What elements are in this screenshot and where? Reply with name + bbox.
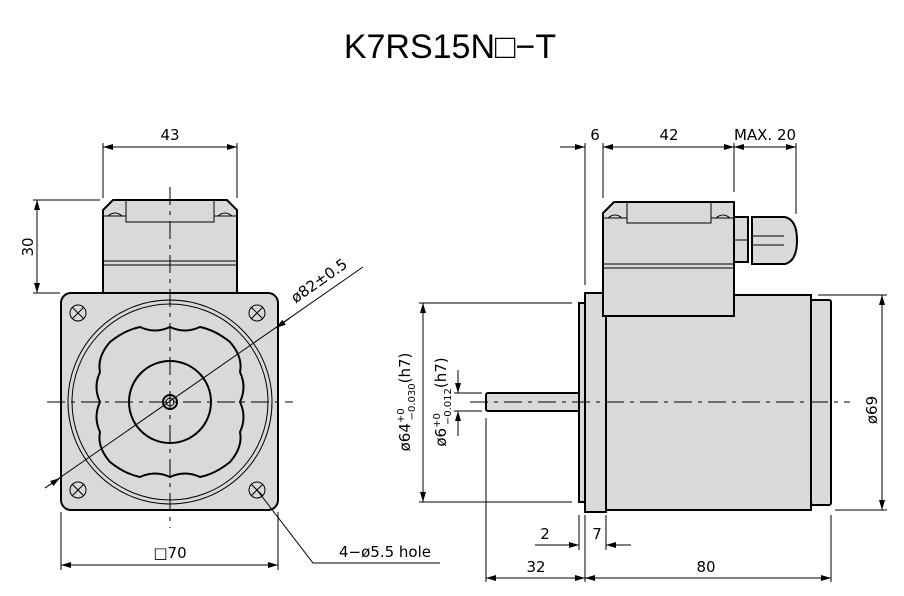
dim-body-dia: ø69: [863, 396, 881, 424]
dim-pilot: ø64+0−0.030(h7): [396, 353, 418, 452]
dim-shaft-dia: ø6+0−0.012(h7): [432, 357, 454, 446]
dim-flange-thickness: 7: [592, 525, 602, 543]
gland-nut: [751, 216, 799, 265]
dim-box-width: 43: [160, 126, 179, 144]
dim-box-height: 30: [19, 237, 37, 256]
front-view: 43 30 ø82±0.5 □70 4−ø5.5 hole: [19, 126, 440, 570]
dim-shaft-length: 32: [526, 558, 545, 576]
drawing-title: K7RS15N□−T: [344, 28, 556, 66]
dim-holes: 4−ø5.5 hole: [339, 543, 431, 561]
dim-gland: MAX. 20: [734, 126, 796, 144]
mounting-holes: [69, 304, 266, 499]
housing-profile: [95, 325, 245, 479]
dim-square: □70: [153, 544, 186, 562]
dim-pcd: ø82±0.5: [287, 255, 350, 307]
dim-pilot-length: 2: [540, 525, 550, 543]
dim-flange: 6: [590, 126, 600, 144]
dim-box-length: 42: [659, 126, 678, 144]
shaft: [485, 392, 586, 412]
terminal-box-side: [602, 201, 735, 317]
side-view: 6 42 MAX. 20 ø64+0−0.030(h7) ø6+0−0.012(…: [396, 126, 887, 582]
dim-body-length: 80: [696, 558, 715, 576]
